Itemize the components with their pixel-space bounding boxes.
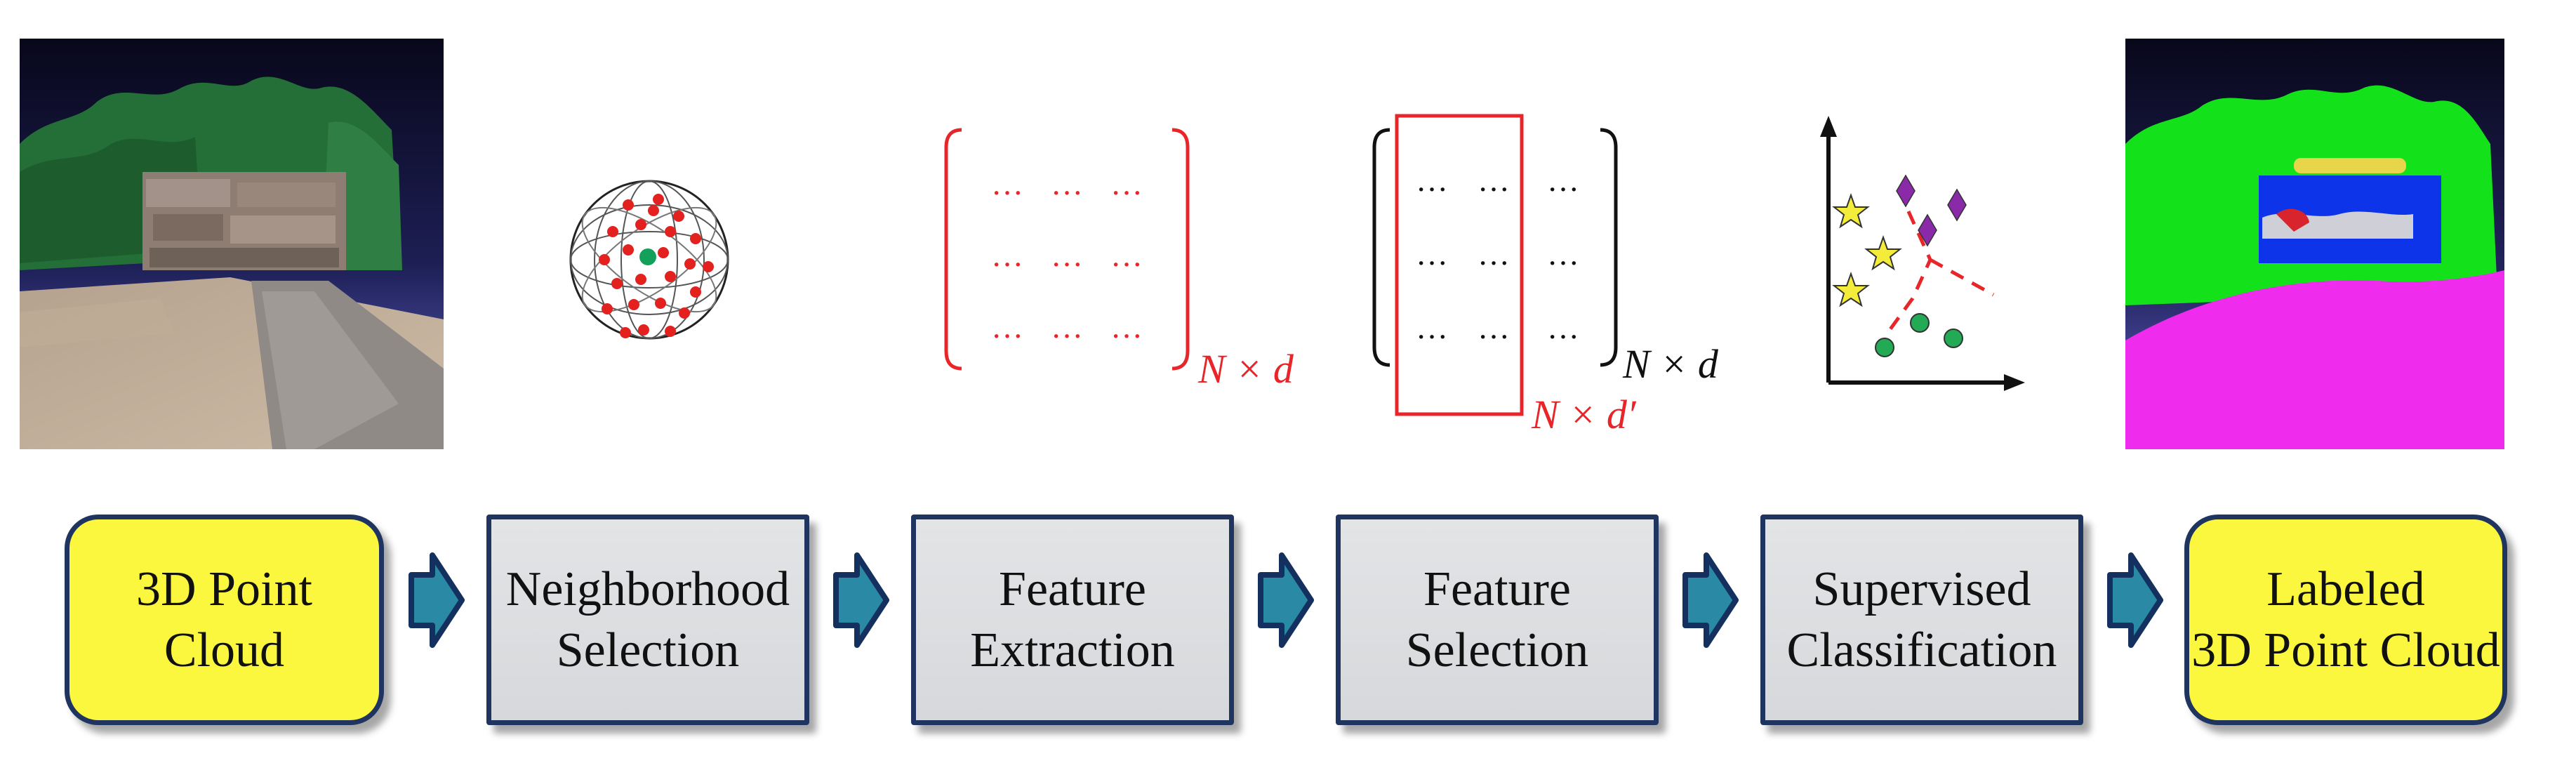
neighbor-point bbox=[703, 261, 714, 272]
step-label-line1: Supervised bbox=[1812, 562, 2031, 616]
matrix-cell: ··· bbox=[1547, 245, 1579, 281]
neighbor-point bbox=[611, 278, 623, 289]
matrix-cell: ··· bbox=[1478, 245, 1510, 281]
matrix-cell: ··· bbox=[991, 246, 1023, 282]
neighbor-point bbox=[638, 324, 649, 336]
neighbor-point bbox=[653, 194, 664, 205]
matrix-cell: ··· bbox=[1478, 319, 1510, 354]
flow-arrow-icon bbox=[1258, 551, 1314, 649]
step-label-line2: Cloud bbox=[164, 623, 285, 677]
output-labeled-cloud-box: Labeled 3D Point Cloud bbox=[2184, 515, 2507, 725]
step-label-line1: 3D Point bbox=[136, 562, 312, 616]
step-label-line1: Feature bbox=[999, 562, 1146, 616]
neighbor-point bbox=[690, 233, 701, 244]
step-label-line2: Extraction bbox=[970, 623, 1175, 677]
step-label-line1: Neighborhood bbox=[505, 562, 790, 616]
step-label-line2: Selection bbox=[556, 623, 740, 677]
neighbor-point bbox=[635, 219, 646, 230]
neighbor-point bbox=[658, 247, 669, 258]
neighbor-point bbox=[635, 274, 646, 285]
step-label-line1: Feature bbox=[1423, 562, 1571, 616]
feature-selection-box: Feature Selection bbox=[1336, 515, 1659, 725]
neighbor-point bbox=[665, 326, 676, 337]
neighbor-point bbox=[648, 205, 659, 216]
flow-arrow-icon bbox=[409, 551, 465, 649]
step-label-line2: 3D Point Cloud bbox=[2191, 623, 2500, 677]
neighbor-point bbox=[623, 244, 634, 256]
selected-dimension-label: N × d′ bbox=[1531, 392, 1637, 437]
neighbor-point bbox=[665, 226, 676, 237]
matrix-cell: ··· bbox=[1547, 319, 1579, 354]
matrix-cell: ··· bbox=[1416, 171, 1448, 207]
matrix-cell: ··· bbox=[991, 175, 1023, 211]
flow-arrow-icon bbox=[833, 551, 889, 649]
step-label-line1: Labeled bbox=[2266, 562, 2425, 616]
step-label-line2: Classification bbox=[1786, 623, 2057, 677]
step-label-line2: Selection bbox=[1405, 623, 1589, 677]
neighbor-point bbox=[679, 307, 690, 319]
neighbor-point bbox=[602, 303, 613, 314]
neighbor-point bbox=[623, 199, 634, 211]
labeled-point-cloud-image bbox=[2125, 39, 2504, 449]
neighbor-point bbox=[665, 271, 676, 282]
matrix-cell: ··· bbox=[1051, 175, 1083, 211]
matrix-dimension-label: N × d bbox=[1197, 346, 1294, 392]
matrix-cell: ··· bbox=[1110, 175, 1143, 211]
matrix-cell: ··· bbox=[1416, 319, 1448, 354]
neighbor-point bbox=[628, 299, 639, 310]
neighbor-point bbox=[607, 226, 618, 237]
neighbor-point bbox=[690, 286, 701, 298]
matrix-cell: ··· bbox=[1478, 171, 1510, 207]
flow-arrow-icon bbox=[1682, 551, 1739, 649]
neighbor-point bbox=[655, 298, 666, 309]
neighborhood-sphere-icon bbox=[558, 126, 741, 393]
feature-extraction-box: Feature Extraction bbox=[911, 515, 1234, 725]
input-point-cloud-box: 3D Point Cloud bbox=[65, 515, 384, 725]
neighbor-point bbox=[673, 211, 684, 222]
classification-scatter-icon bbox=[1807, 105, 2032, 400]
supervised-classification-box: Supervised Classification bbox=[1760, 515, 2083, 725]
point-cloud-photo bbox=[20, 39, 444, 449]
neighbor-point bbox=[684, 258, 696, 270]
matrix-cell: ··· bbox=[1110, 318, 1143, 354]
matrix-cell: ··· bbox=[1416, 245, 1448, 281]
matrix-cell: ··· bbox=[1051, 246, 1083, 282]
matrix-cell: ··· bbox=[1547, 171, 1579, 207]
matrix-cell: ··· bbox=[1051, 318, 1083, 354]
feature-selection-matrix-icon: ··· ··· ··· ··· ··· ··· ··· ··· ··· N × … bbox=[1369, 109, 1734, 446]
feature-matrix-icon: ··· ··· ··· ··· ··· ··· ··· ··· ··· N × … bbox=[941, 119, 1306, 400]
neighbor-point bbox=[620, 327, 631, 338]
flow-arrow-icon bbox=[2107, 551, 2163, 649]
matrix-cell: ··· bbox=[991, 318, 1023, 354]
neighborhood-selection-box: Neighborhood Selection bbox=[486, 515, 809, 725]
matrix-dimension-label: N × d bbox=[1622, 341, 1719, 387]
neighbor-point bbox=[599, 254, 610, 265]
matrix-cell: ··· bbox=[1110, 246, 1143, 282]
